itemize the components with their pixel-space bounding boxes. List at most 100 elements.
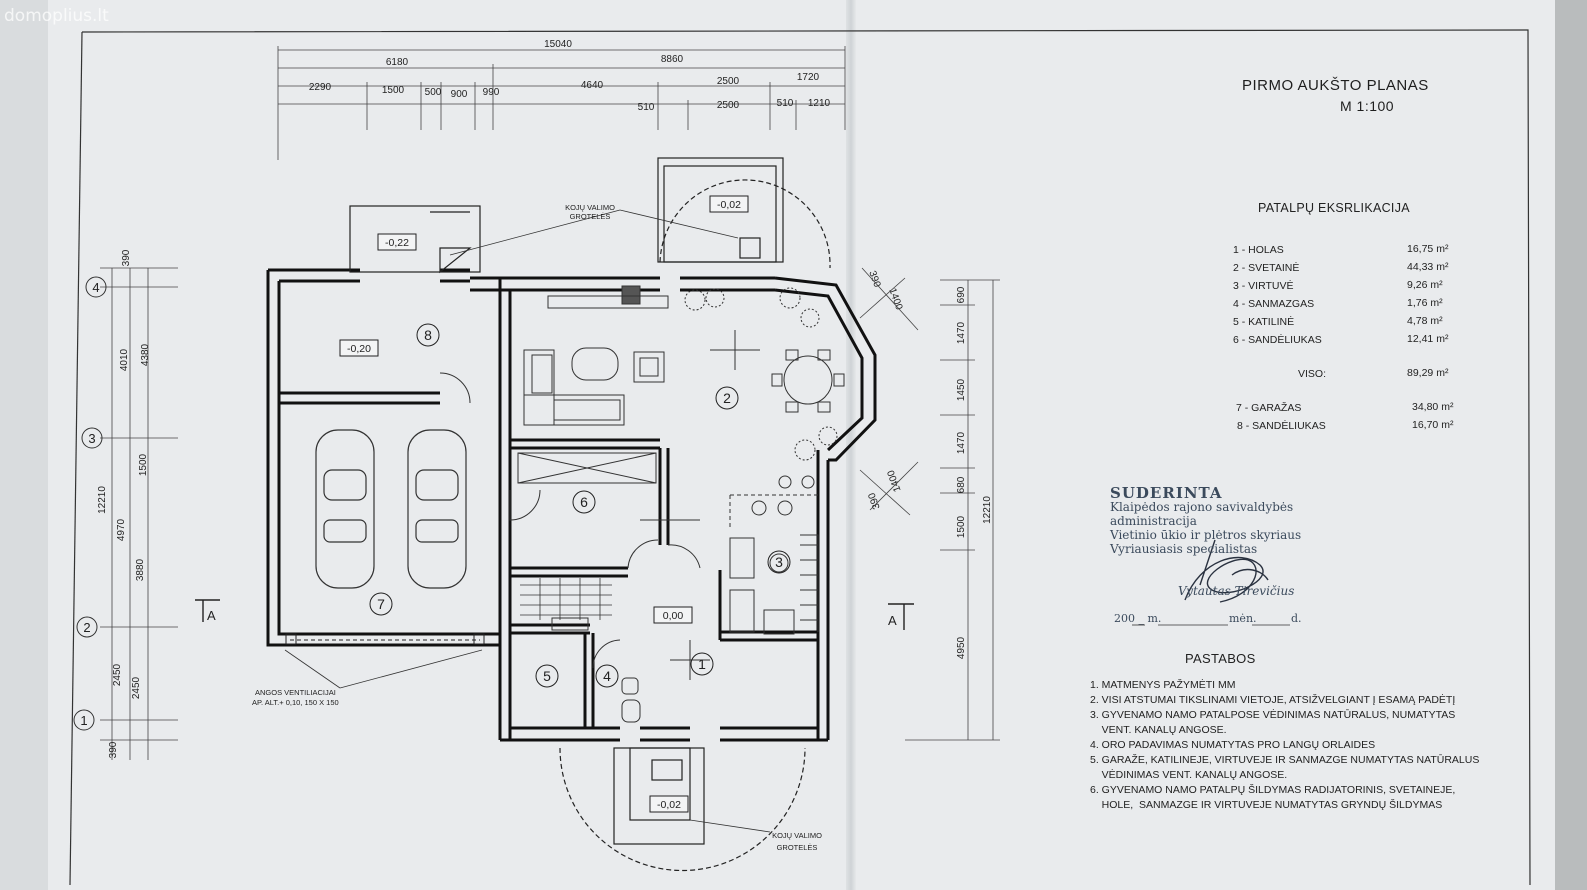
dim-bay-1: 390 [866, 269, 882, 289]
room-area: 12,41 m² [1407, 333, 1449, 345]
label-grate-bottom-1: KOJŲ VALIMO [772, 831, 822, 840]
dim-top-row3-a: 2290 [309, 82, 332, 93]
dim-right-s4: 1470 [956, 431, 967, 454]
dim-right-s6: 1500 [956, 515, 967, 538]
label-grate-top-1: KOJŲ VALIMO [565, 203, 615, 212]
dim-top-row3-d: 900 [451, 89, 468, 100]
room-name: 1 - HOLAS [1233, 244, 1284, 256]
room-number-8: 8 [424, 327, 432, 343]
paper-right-edge [1555, 0, 1587, 890]
dim-top-row4-c: 510 [777, 98, 794, 109]
note-item: 6. GYVENAMO NAMO PATALPŲ ŠILDYMAS RADIJA… [1090, 784, 1456, 796]
plan-scale: M 1:100 [1340, 98, 1395, 114]
dim-left-b4: 2450 [131, 676, 142, 699]
room-name: 4 - SANMAZGAS [1233, 298, 1315, 310]
stamp-line4: Vyriausiasis specialistas [1110, 542, 1258, 556]
note-item: 4. ORO PADAVIMAS NUMATYTAS PRO LANGŲ ORL… [1090, 739, 1376, 751]
dim-left-a1: 390 [121, 249, 132, 266]
dim-top-row3-g: 2500 [717, 76, 740, 87]
room-number-4: 4 [603, 668, 611, 684]
paper-sheet [48, 0, 1570, 890]
notes-list: 1. MATMENYS PAŽYMĖTI MM 2. VISI ATSTUMAI… [1090, 678, 1479, 813]
level-hall: 0,00 [663, 610, 684, 622]
room-name: 8 - SANDĖLIUKAS [1237, 420, 1326, 432]
dim-top-row2-a: 6180 [386, 57, 409, 68]
room-number-6: 6 [580, 494, 588, 510]
dim-right-s3: 1450 [956, 378, 967, 401]
level-storage: -0,20 [347, 343, 371, 355]
stamp-date-year: 200 _ m. [1114, 612, 1162, 625]
stamp-head: SUDERINTA [1110, 484, 1223, 502]
dim-top-row3-c: 500 [425, 87, 442, 98]
notes-title: PASTABOS [1185, 651, 1256, 666]
dim-top-row2-b: 8860 [661, 54, 684, 65]
section-mark-left: A [207, 608, 216, 623]
dim-left-a3: 4970 [116, 518, 127, 541]
total-area: 89,29 m² [1407, 367, 1449, 379]
rooms-title: PATALPŲ EKSRLIKACIJA [1258, 201, 1410, 215]
label-grate-bottom-2: GROTELĖS [777, 843, 818, 852]
dim-top-row4-d: 1210 [808, 98, 831, 109]
dim-right-s2: 1470 [956, 321, 967, 344]
stamp-line2: administracija [1110, 514, 1197, 528]
note-item: 1. MATMENYS PAŽYMĖTI MM [1090, 679, 1236, 691]
dim-left-b1: 4380 [140, 343, 151, 366]
watermark: domoplius.lt [4, 6, 109, 26]
dim-bay-4: 390 [866, 491, 882, 511]
dim-top-row4-a: 510 [638, 102, 655, 113]
dim-top-row4-b: 2500 [717, 100, 740, 111]
dim-top-row3-f: 4640 [581, 80, 604, 91]
note-item: 5. GARAŽE, KATILINEJE, VIRTUVEJE IR SANM… [1090, 754, 1480, 766]
room-area: 34,80 m² [1412, 401, 1454, 413]
dim-left-b3: 3880 [135, 558, 146, 581]
dim-top-row3-e: 990 [483, 87, 500, 98]
room-area: 44,33 m² [1407, 261, 1449, 273]
dim-top-row3-h: 1720 [797, 72, 820, 83]
room-area: 16,70 m² [1412, 419, 1454, 431]
axis-1: 1 [80, 713, 87, 728]
dim-bay-3: 1400 [886, 468, 904, 493]
axis-3: 3 [88, 431, 95, 446]
signature [1184, 539, 1269, 603]
approval-stamp: SUDERINTA Klaipėdos rajono savivaldybės … [1110, 484, 1302, 557]
stamp-line1: Klaipėdos rajono savivaldybės [1110, 500, 1294, 514]
level-porch-top: -0,02 [717, 199, 741, 211]
dim-right-s7: 4950 [956, 636, 967, 659]
dim-left-a2: 4010 [119, 348, 130, 371]
room-area: 1,76 m² [1407, 297, 1443, 309]
dim-overall: 15040 [544, 39, 572, 50]
room-name: 2 - SVETAINĖ [1233, 262, 1300, 274]
room-name: 3 - VIRTUVĖ [1233, 280, 1294, 292]
room-number-2: 2 [723, 390, 731, 406]
room-number-7: 7 [377, 596, 385, 612]
room-area: 9,26 m² [1407, 279, 1443, 291]
dim-bay-2: 1400 [886, 287, 904, 312]
room-number-1: 1 [698, 656, 706, 672]
dim-left-b2: 1500 [138, 453, 149, 476]
dim-top-row3-b: 1500 [382, 85, 405, 96]
label-grate-top-2: GROTELĖS [570, 212, 611, 221]
room-name: 6 - SANDĖLIUKAS [1233, 334, 1322, 346]
note-item: VĖDINIMAS VENT. KANALŲ ANGOSE. [1090, 769, 1288, 781]
stamp-date-day: d. [1291, 612, 1302, 625]
note-item: VENT. KANALŲ ANGOSE. [1090, 724, 1227, 736]
stamp-line3: Vietinio ūkio ir plėtros skyriaus [1110, 528, 1302, 542]
dim-left-a4: 2450 [112, 663, 123, 686]
total-label: VISO: [1298, 368, 1327, 380]
dim-right-s5: 680 [956, 476, 967, 493]
dim-left-a5: 390 [108, 741, 119, 758]
label-vent-1: ANGOS VENTILIACIJAI [255, 688, 336, 697]
room-number-3: 3 [775, 554, 783, 570]
axis-2: 2 [83, 620, 90, 635]
room-name: 5 - KATILINĖ [1233, 316, 1295, 328]
dim-right-outer: 12210 [982, 496, 993, 524]
level-porch-bottom: -0,02 [657, 799, 681, 811]
stamp-date-month: mėn. [1229, 612, 1257, 625]
section-mark-right: A [888, 613, 897, 628]
room-name: 7 - GARAŽAS [1236, 402, 1302, 414]
plan-title: PIRMO AUKŠTO PLANAS [1242, 77, 1429, 94]
room-number-5: 5 [543, 668, 551, 684]
note-item: 3. GYVENAMO NAMO PATALPOSE VĖDINIMAS NAT… [1090, 709, 1456, 721]
room-area: 4,78 m² [1407, 315, 1443, 327]
